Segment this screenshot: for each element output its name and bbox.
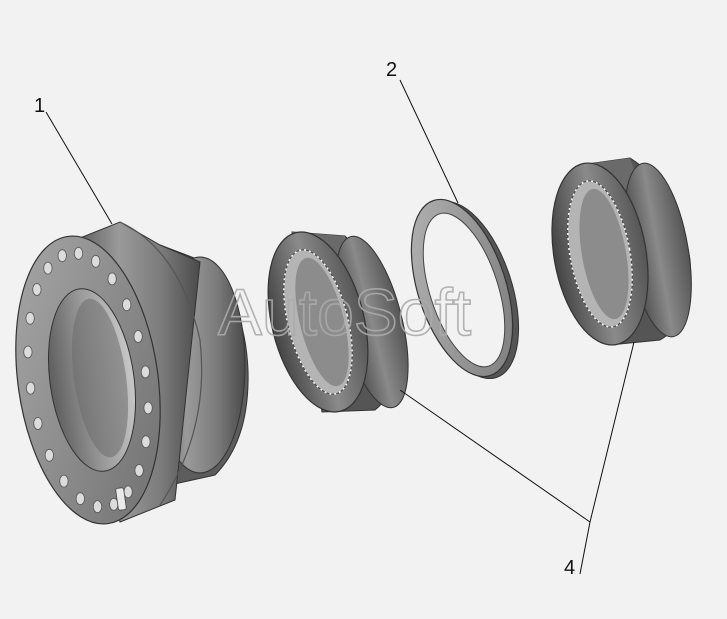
part-2-spacer-ring xyxy=(410,198,520,380)
leader-line-1 xyxy=(45,111,113,225)
bolt-hole xyxy=(26,381,36,395)
bolt-hole xyxy=(25,311,35,325)
bolt-hole xyxy=(57,249,67,263)
callout-4: 4 xyxy=(564,557,575,579)
bolt-hole xyxy=(75,492,85,506)
leader-line-4a xyxy=(399,389,591,523)
callout-2: 2 xyxy=(386,59,397,81)
leader-line-2 xyxy=(399,79,459,204)
bolt-hole xyxy=(92,500,103,514)
bolt-hole xyxy=(32,283,42,296)
part-1-flanged-housing xyxy=(15,221,249,525)
bolt-hole xyxy=(23,345,33,359)
bolt-hole xyxy=(143,401,153,415)
bolt-hole xyxy=(59,474,69,488)
leader-line-4-tail xyxy=(579,521,591,575)
bolt-hole xyxy=(73,246,84,260)
bolt-hole xyxy=(43,261,53,275)
watermark-text: AutoSoft xyxy=(218,275,471,349)
bolt-hole xyxy=(134,464,144,477)
bolt-hole xyxy=(107,272,117,286)
part-4-bearing-ring-right xyxy=(551,157,692,346)
bolt-hole xyxy=(33,417,43,430)
bolt-hole xyxy=(123,485,133,499)
bolt-hole xyxy=(91,254,101,268)
part-4-bearing-ring-left xyxy=(267,231,409,413)
bolt-hole xyxy=(44,448,54,462)
bolt-holes xyxy=(23,246,153,514)
bolt-hole xyxy=(140,365,150,379)
callout-1: 1 xyxy=(34,95,45,117)
leader-line-4b xyxy=(589,341,635,523)
bolt-hole xyxy=(141,435,151,449)
bolt-hole xyxy=(122,298,132,312)
bolt-hole xyxy=(133,330,143,343)
